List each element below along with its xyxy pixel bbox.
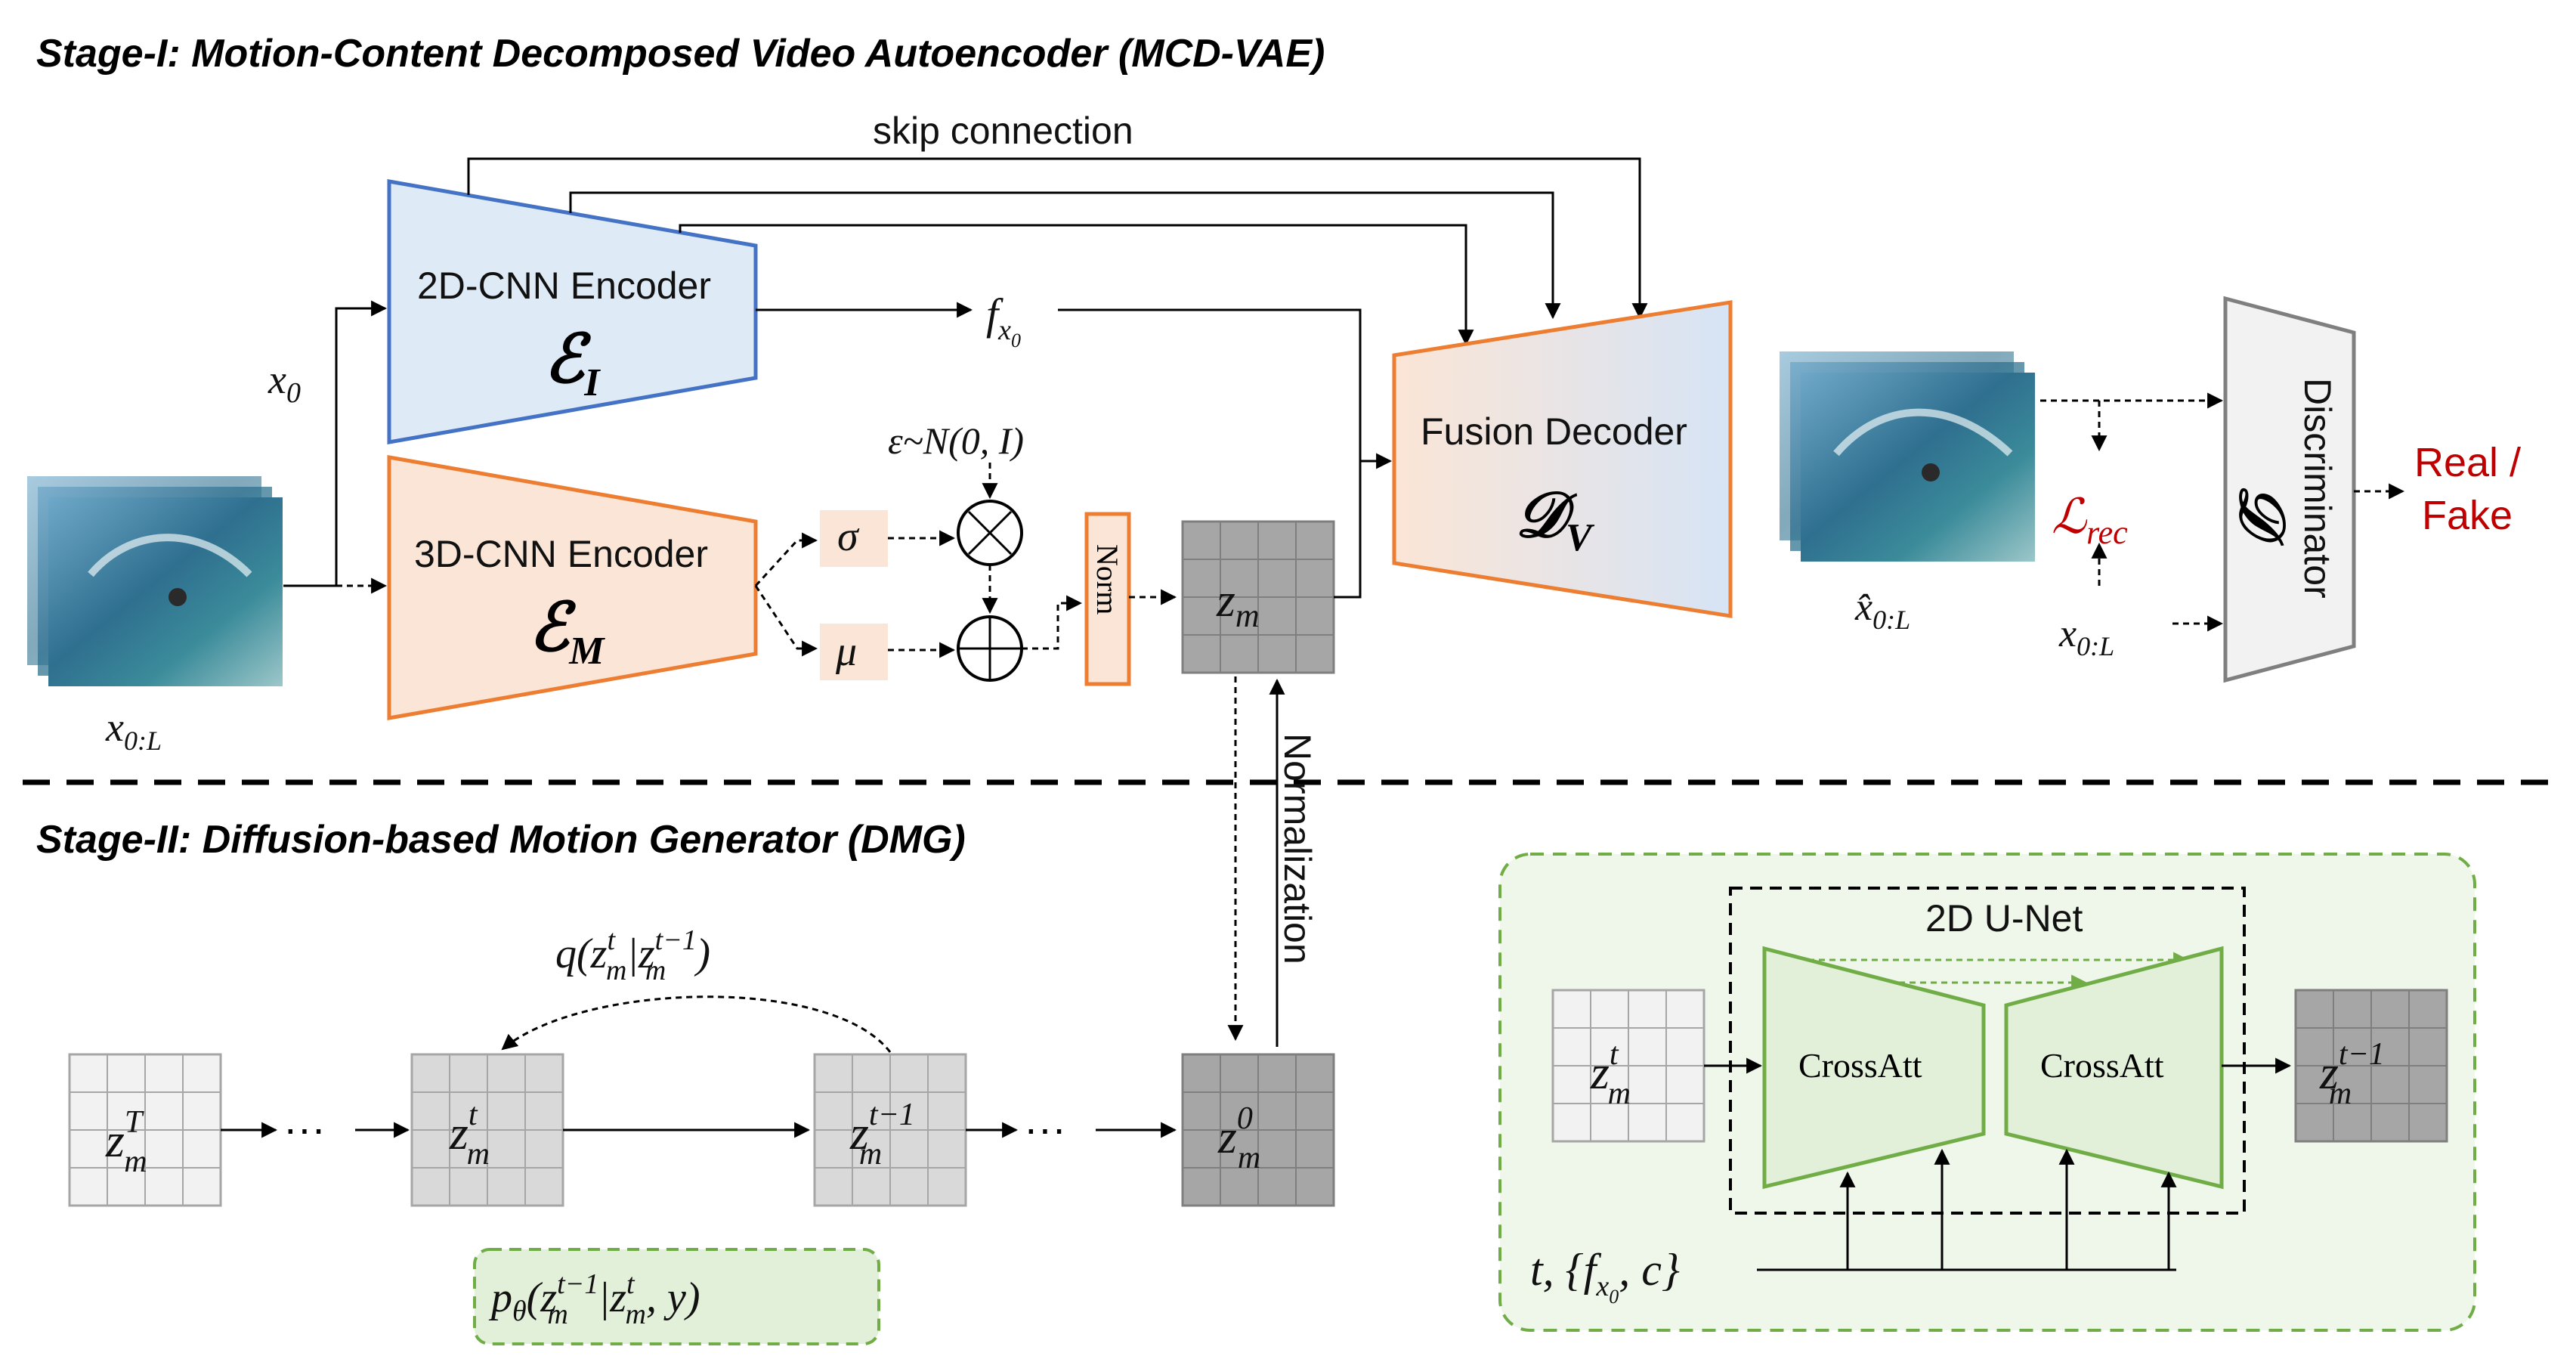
encoder-2d bbox=[387, 179, 758, 444]
dots-1: ··· bbox=[283, 1104, 326, 1152]
ztm1-latent-grid bbox=[813, 1053, 967, 1207]
crossatt-left bbox=[1762, 946, 1986, 1190]
x0L-label: x0:L bbox=[105, 704, 162, 756]
reverse-process-box bbox=[473, 1248, 880, 1345]
dots-2: ··· bbox=[1024, 1104, 1066, 1152]
normalization-label: Normalization bbox=[1276, 733, 1319, 964]
x0L-right-label: x0:L bbox=[2058, 612, 2114, 661]
stage2-title: Stage-II: Diffusion-based Motion Generat… bbox=[36, 818, 966, 862]
encoder-2d-symbol: ℰI bbox=[544, 323, 601, 404]
mu-label: μ bbox=[835, 628, 857, 675]
noise-label: ε~N(0, I) bbox=[888, 419, 1024, 462]
sigma-label: σ bbox=[837, 513, 860, 560]
arrow-fx0-to-decoder bbox=[1058, 308, 1393, 469]
x0-label: x0 bbox=[267, 357, 301, 409]
output-video-frames bbox=[1780, 351, 2035, 562]
unet-panel bbox=[1498, 853, 2476, 1332]
loss-rec-label: ℒrec bbox=[2052, 490, 2128, 551]
unet-title: 2D U-Net bbox=[1925, 897, 2083, 940]
fusion-decoder bbox=[1392, 300, 1733, 618]
zm-latent-grid bbox=[1181, 520, 1335, 674]
encoder-2d-label: 2D-CNN Encoder bbox=[417, 265, 711, 307]
norm-box bbox=[1084, 512, 1131, 686]
unet-box bbox=[1729, 887, 2246, 1215]
crossatt-left-label: CrossAtt bbox=[1798, 1046, 1922, 1085]
fusion-decoder-symbol: 𝒟V bbox=[1515, 481, 1595, 559]
discriminator-label: Discriminator bbox=[2296, 378, 2339, 599]
zm-label: zm bbox=[1216, 573, 1260, 634]
unet-input-zt-grid bbox=[1551, 989, 1705, 1143]
norm-label: Norm bbox=[1090, 544, 1124, 614]
crossatt-right bbox=[2004, 946, 2224, 1190]
mu-box bbox=[820, 624, 888, 680]
discriminator bbox=[2223, 296, 2356, 683]
zt-latent-grid bbox=[410, 1053, 564, 1207]
forward-process-arc bbox=[501, 995, 892, 1053]
encoder-3d bbox=[387, 455, 758, 720]
z0-latent-grid bbox=[1181, 1053, 1335, 1207]
fusion-decoder-label: Fusion Decoder bbox=[1421, 410, 1687, 453]
skip-connection-2 bbox=[569, 191, 1561, 320]
arrow-to-encoder-2d bbox=[335, 300, 388, 586]
real-fake-line2: Fake bbox=[2422, 493, 2513, 538]
zT-latent-grid bbox=[68, 1053, 222, 1207]
skip-connection-label: skip connection bbox=[873, 110, 1133, 152]
encoder-3d-symbol: ℰM bbox=[529, 592, 605, 673]
fx0-label: fx0 bbox=[986, 289, 1021, 351]
skip-connection-3 bbox=[679, 224, 1474, 346]
encoder-3d-label: 3D-CNN Encoder bbox=[414, 533, 708, 575]
unet-output-ztm1-grid bbox=[2294, 989, 2448, 1143]
xhat-label: x̂0:L bbox=[1854, 586, 1910, 635]
skip-connection-1 bbox=[467, 157, 1648, 320]
stage1-title: Stage-I: Motion-Content Decomposed Video… bbox=[36, 32, 1325, 76]
input-video-frames bbox=[27, 476, 283, 686]
sigma-box bbox=[820, 510, 888, 567]
crossatt-right-label: CrossAtt bbox=[2040, 1046, 2164, 1085]
condition-label: t, {fx0, c} bbox=[1530, 1245, 1680, 1308]
real-fake-line1: Real / bbox=[2414, 440, 2521, 485]
